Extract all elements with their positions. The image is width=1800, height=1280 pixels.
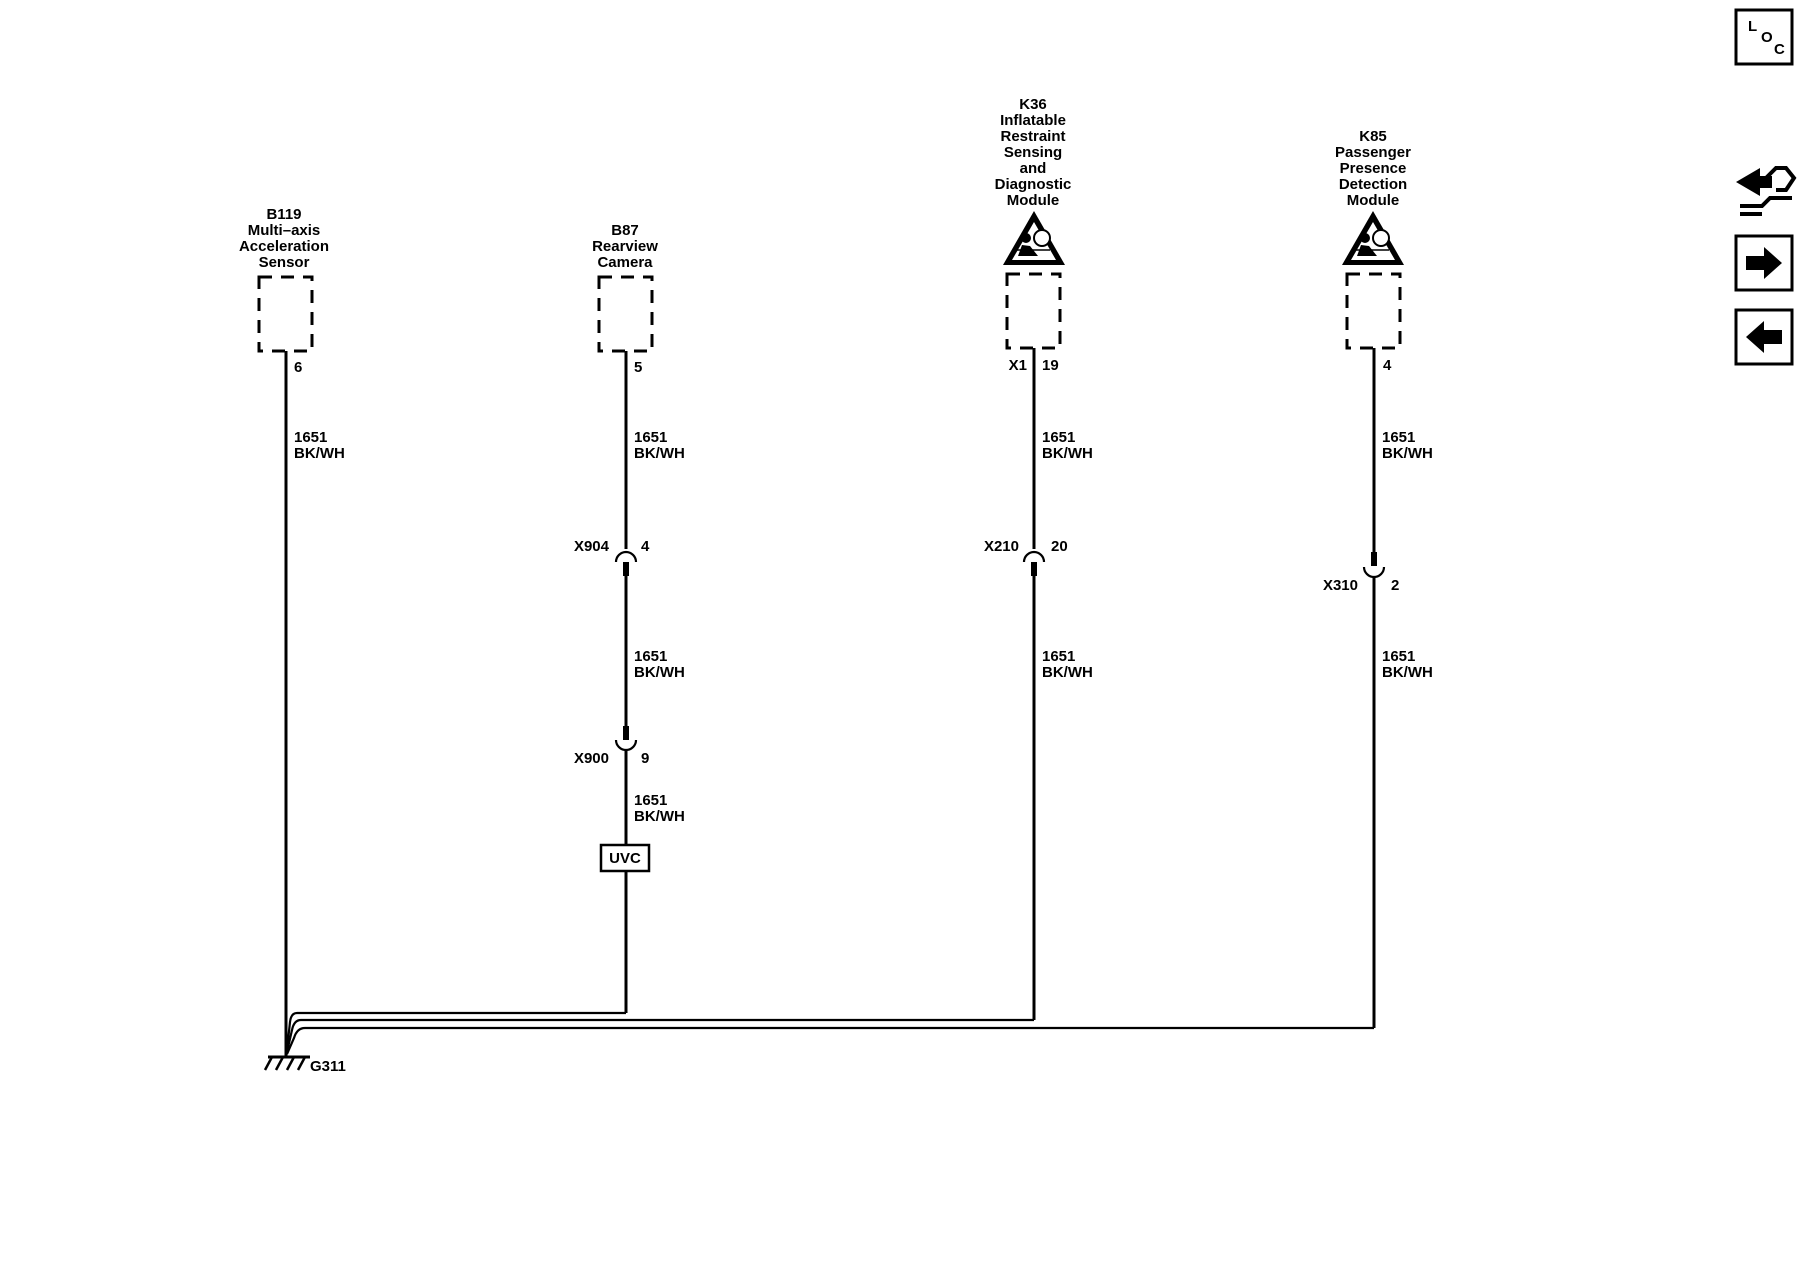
k36-wire2-color: BK/WH	[1042, 664, 1093, 681]
b119-wire-circuit: 1651	[294, 429, 327, 446]
b87-outline	[597, 275, 654, 353]
b87-wire3-color: BK/WH	[634, 808, 685, 825]
b87-wire1-circuit: 1651	[634, 429, 667, 446]
return-wire-k36	[285, 1018, 1034, 1053]
x900-male-pin	[623, 726, 629, 740]
k36-label-line3: Restraint	[1000, 128, 1065, 145]
b87-label-line2: Rearview	[592, 238, 658, 255]
component-b87[interactable]: B87 Rearview Camera	[592, 222, 658, 353]
k85-pin: 4	[1383, 357, 1392, 374]
k36-label-line4: Sensing	[1004, 144, 1062, 161]
return-wire-k85	[285, 1026, 1374, 1055]
k85-wire1-circuit: 1651	[1382, 429, 1415, 446]
ground-g311[interactable]: G311	[263, 1040, 346, 1075]
b87-wire2-circuit: 1651	[634, 648, 667, 665]
b119-label-line1: B119	[266, 206, 301, 223]
k36-label-line1: K36	[1019, 96, 1047, 113]
k85-label-line5: Module	[1347, 192, 1400, 209]
loc-button-frame	[1734, 8, 1794, 66]
connector-x310[interactable]	[1362, 552, 1386, 579]
k36-label-line2: Inflatable	[1000, 112, 1066, 129]
airbag-warning-icon	[1342, 211, 1404, 265]
loc-letter-o: O	[1761, 29, 1773, 46]
k36-label-line6: Diagnostic	[995, 176, 1072, 193]
b87-wire2-color: BK/WH	[634, 664, 685, 681]
x904-label: X904	[574, 538, 610, 555]
b87-pin: 5	[634, 359, 642, 376]
k85-label-line1: K85	[1359, 128, 1387, 145]
arrow-right-glyph	[1746, 247, 1782, 279]
airbag-warning-icon	[1003, 211, 1065, 265]
k36-outline	[1005, 272, 1062, 350]
component-k36[interactable]: K36 Inflatable Restraint Sensing and Dia…	[995, 96, 1072, 350]
connector-x900[interactable]	[614, 726, 638, 752]
b87-wire1-color: BK/WH	[634, 445, 685, 462]
arrow-left-icon[interactable]	[1734, 308, 1794, 366]
connector-x904[interactable]	[614, 550, 638, 576]
x210-male-pin	[1031, 562, 1037, 576]
k85-wire2-color: BK/WH	[1382, 664, 1433, 681]
loc-letter-c: C	[1774, 41, 1785, 58]
ground-label: G311	[310, 1058, 346, 1075]
k85-label-line3: Presence	[1340, 160, 1407, 177]
ground-hatch-1	[263, 1056, 274, 1071]
k36-label-line5: and	[1020, 160, 1047, 177]
k36-connector: X1	[1009, 357, 1027, 374]
k36-wire1-circuit: 1651	[1042, 429, 1075, 446]
b119-pin: 6	[294, 359, 302, 376]
ground-hatch-2	[274, 1056, 285, 1071]
k36-label-line7: Module	[1007, 192, 1060, 209]
k85-label-line2: Passenger	[1335, 144, 1411, 161]
component-k85[interactable]: K85 Passenger Presence Detection Module	[1335, 128, 1411, 350]
x310-female-symbol	[1362, 566, 1386, 579]
b119-wire-color: BK/WH	[294, 445, 345, 462]
x904-female-symbol	[614, 550, 638, 563]
loc-letter-l: L	[1748, 18, 1757, 35]
k85-outline	[1345, 272, 1402, 350]
ground-hatch-4	[296, 1056, 307, 1071]
ground-hatch-3	[285, 1056, 296, 1071]
connector-view-icon[interactable]	[1736, 166, 1797, 216]
b87-wire3-circuit: 1651	[634, 792, 667, 809]
x904-pin: 4	[641, 538, 650, 555]
x900-female-symbol	[614, 739, 638, 752]
b119-outline	[257, 275, 314, 353]
x210-female-symbol	[1022, 550, 1046, 563]
loc-button[interactable]: L O C	[1734, 8, 1794, 66]
k85-label-line4: Detection	[1339, 176, 1407, 193]
b119-label-line2: Multi–axis	[248, 222, 321, 239]
k85-wire2-circuit: 1651	[1382, 648, 1415, 665]
x310-pin: 2	[1391, 577, 1399, 594]
k36-wire2-circuit: 1651	[1042, 648, 1075, 665]
x904-male-pin	[623, 562, 629, 576]
k36-wire1-color: BK/WH	[1042, 445, 1093, 462]
uvc-label: UVC	[609, 850, 641, 867]
arrow-left-glyph	[1746, 321, 1782, 353]
b87-label-line3: Camera	[597, 254, 653, 271]
x210-label: X210	[984, 538, 1019, 555]
b119-label-line3: Acceleration	[239, 238, 329, 255]
connector-x210[interactable]	[1022, 550, 1046, 576]
b87-label-line1: B87	[611, 222, 639, 239]
k85-wire1-color: BK/WH	[1382, 445, 1433, 462]
component-b119[interactable]: B119 Multi–axis Acceleration Sensor	[239, 206, 329, 353]
k36-pin: 19	[1042, 357, 1059, 374]
b119-label-line4: Sensor	[259, 254, 310, 271]
x900-pin: 9	[641, 750, 649, 767]
uvc-box[interactable]: UVC	[599, 843, 651, 873]
arrow-right-icon[interactable]	[1734, 234, 1794, 292]
return-wire-b87	[285, 1011, 626, 1051]
uvc-outline	[599, 843, 651, 873]
x210-pin: 20	[1051, 538, 1068, 555]
x310-label: X310	[1323, 577, 1358, 594]
ground-return-wires	[285, 1011, 1374, 1055]
x900-label: X900	[574, 750, 609, 767]
x310-male-pin	[1371, 552, 1377, 566]
